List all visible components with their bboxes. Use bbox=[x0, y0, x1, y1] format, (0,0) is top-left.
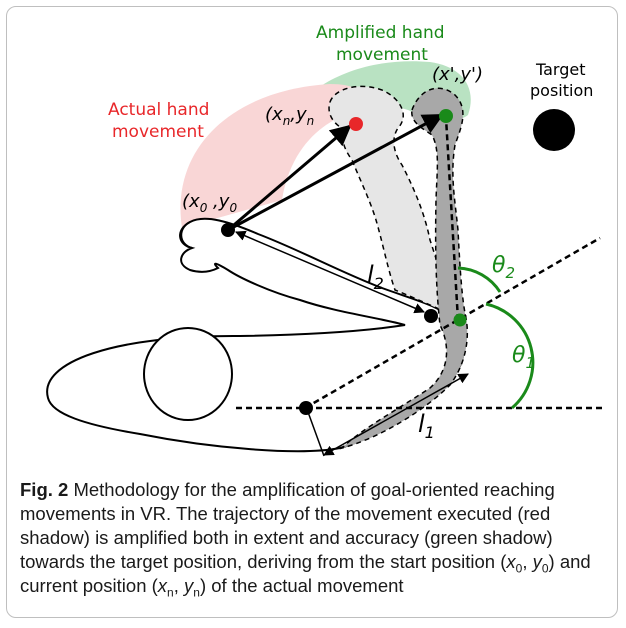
theta1-arc bbox=[485, 302, 535, 410]
caption-xn-sub: n bbox=[167, 585, 174, 600]
left-palm-outline bbox=[179, 221, 193, 249]
amplified-label-1: Amplified hand bbox=[316, 23, 445, 43]
amplified-elbow-dot bbox=[453, 313, 467, 327]
vertical-forearm-axis bbox=[444, 117, 460, 321]
caption-xn-sep: , bbox=[173, 575, 185, 596]
caption-yn-y: y bbox=[184, 575, 194, 596]
upper-arm-axis bbox=[304, 236, 601, 410]
caption-x0-sub: 0 bbox=[515, 561, 523, 576]
amplified-hand-dot bbox=[439, 109, 453, 123]
head bbox=[143, 327, 233, 421]
figure-number: Fig. 2 bbox=[20, 479, 69, 500]
caption-x0-x: x bbox=[506, 551, 516, 572]
elbow-dot bbox=[424, 309, 438, 323]
caption-xn-x: x bbox=[157, 575, 168, 596]
xn-label: (xn,yn bbox=[265, 104, 314, 128]
arrow-to-xprime bbox=[227, 113, 444, 232]
actual-hand-dot bbox=[349, 117, 363, 131]
actual-label-2: movement bbox=[112, 122, 204, 142]
theta2-label: θ2 bbox=[492, 253, 515, 282]
theta2-arc bbox=[457, 266, 502, 293]
grey-dark-arm bbox=[339, 87, 469, 450]
arrow-to-xnyn bbox=[227, 124, 352, 232]
caption-y0-y: y bbox=[532, 551, 542, 572]
xprime-label: (x',y') bbox=[432, 64, 483, 85]
figure-caption: Fig. 2 Methodology for the amplification… bbox=[20, 478, 605, 600]
caption-text-1: Methodology for the amplification of goa… bbox=[20, 479, 555, 572]
target-label-2: position bbox=[530, 81, 593, 100]
l2-arrow bbox=[235, 230, 425, 314]
l1-tick-left bbox=[307, 411, 325, 457]
shoulder-dot bbox=[299, 401, 313, 415]
l1-label: l1 bbox=[418, 410, 435, 442]
theta1-label: θ1 bbox=[512, 343, 535, 372]
caption-x0-sep: , bbox=[522, 551, 533, 572]
amplified-label-2: movement bbox=[336, 45, 428, 65]
l2-label: l2 bbox=[367, 261, 384, 293]
x0-label: (x0 ,y0 bbox=[182, 191, 237, 215]
target-dot bbox=[533, 109, 575, 151]
l1-arrow bbox=[323, 373, 469, 456]
caption-yn-sub: n bbox=[193, 585, 200, 600]
caption-y0-sub: 0 bbox=[541, 561, 549, 576]
start-point-dot bbox=[221, 223, 235, 237]
actual-label-1: Actual hand bbox=[108, 100, 209, 120]
caption-text-2: ) and current position ( bbox=[20, 551, 591, 596]
target-label-1: Target bbox=[535, 60, 586, 79]
red-shadow bbox=[180, 84, 365, 228]
caption-text-3: ) of the actual movement bbox=[199, 575, 404, 596]
